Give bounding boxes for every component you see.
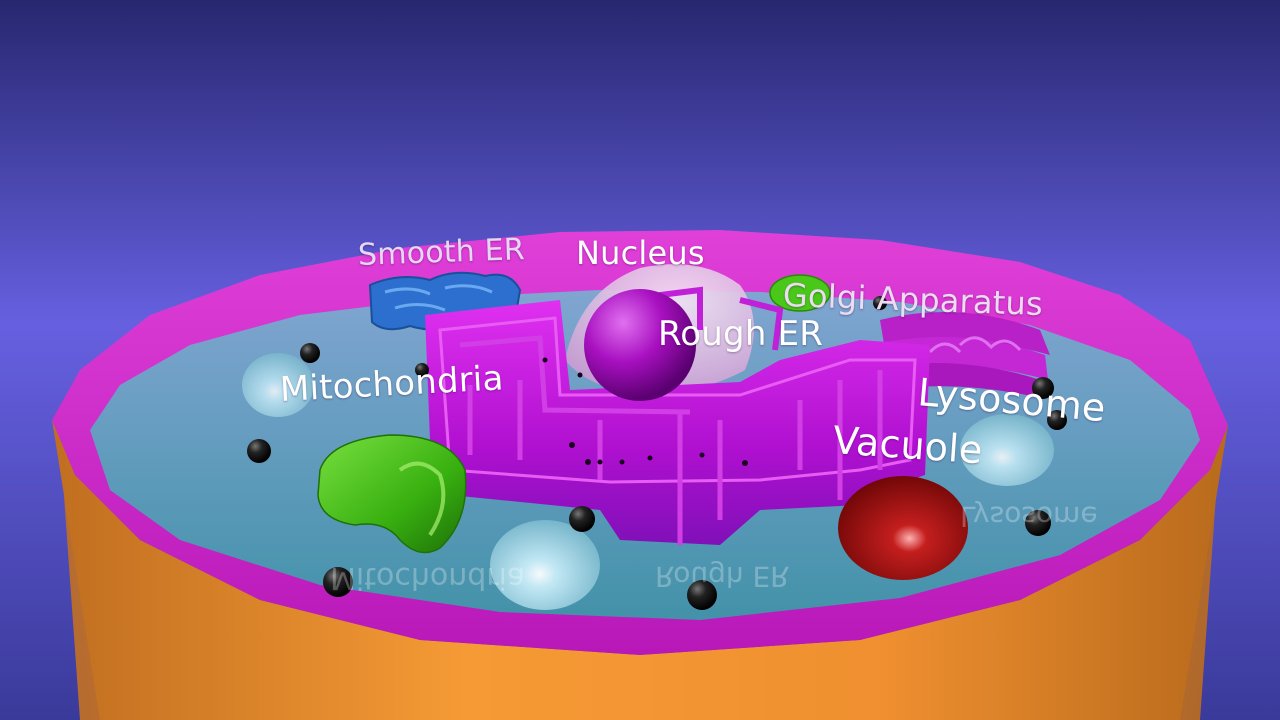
golgi-vesicle [769, 274, 831, 312]
lysosome-body-left [242, 353, 314, 417]
reflection-rough-er: Rough ER [655, 560, 790, 593]
vacuole [838, 476, 968, 580]
label-rough-er: Rough ER [658, 314, 824, 354]
nucleolus [584, 289, 696, 401]
label-nucleus: Nucleus [576, 234, 705, 272]
reflection-lysosome: Lysosome [960, 500, 1098, 533]
lysosome-body-right [960, 414, 1054, 486]
lysosome-body [490, 520, 600, 610]
label-smooth-er: Smooth ER [357, 232, 526, 273]
ribosomes [247, 296, 1067, 610]
reflection-mitochondria: Mitochondria [330, 560, 526, 595]
